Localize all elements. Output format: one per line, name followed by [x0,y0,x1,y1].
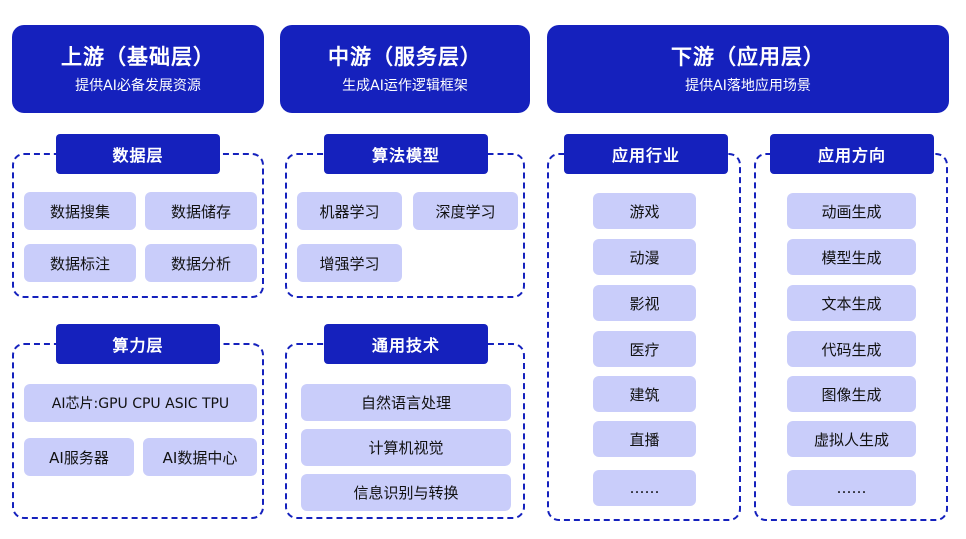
upstream-title: 上游（基础层） [61,45,215,69]
midstream-header: 中游（服务层） 生成AI运作逻辑框架 [280,25,530,113]
data-layer-item: 数据分析 [145,244,257,282]
direction-item: …… [787,470,916,506]
general-tech-item: 自然语言处理 [301,384,511,421]
compute-layer-item: AI数据中心 [143,438,257,476]
general-tech-title: 通用技术 [324,324,488,364]
direction-item: 模型生成 [787,239,916,275]
data-layer-item: 数据储存 [145,192,257,230]
data-layer-title: 数据层 [56,134,220,174]
data-layer-item: 数据标注 [24,244,136,282]
algorithm-item: 机器学习 [297,192,402,230]
algorithm-item: 深度学习 [413,192,518,230]
downstream-subtitle: 提供AI落地应用场景 [685,78,811,94]
compute-layer-item: AI服务器 [24,438,134,476]
compute-layer-title: 算力层 [56,324,220,364]
compute-layer-panel [12,343,264,519]
industry-item: 建筑 [593,376,696,412]
general-tech-item: 信息识别与转换 [301,474,511,511]
midstream-subtitle: 生成AI运作逻辑框架 [342,78,468,94]
midstream-title: 中游（服务层） [328,45,482,69]
upstream-subtitle: 提供AI必备发展资源 [75,78,201,94]
algorithm-item: 增强学习 [297,244,402,282]
industry-item: …… [593,470,696,506]
directions-title: 应用方向 [770,134,934,174]
industry-item: 游戏 [593,193,696,229]
data-layer-item: 数据搜集 [24,192,136,230]
downstream-header: 下游（应用层） 提供AI落地应用场景 [547,25,949,113]
direction-item: 图像生成 [787,376,916,412]
downstream-title: 下游（应用层） [671,45,825,69]
general-tech-item: 计算机视觉 [301,429,511,466]
industry-item: 医疗 [593,331,696,367]
industries-title: 应用行业 [564,134,728,174]
direction-item: 动画生成 [787,193,916,229]
compute-layer-item: AI芯片:GPU CPU ASIC TPU [24,384,257,422]
direction-item: 代码生成 [787,331,916,367]
algorithm-models-title: 算法模型 [324,134,488,174]
upstream-header: 上游（基础层） 提供AI必备发展资源 [12,25,264,113]
industry-item: 动漫 [593,239,696,275]
industry-item: 直播 [593,421,696,457]
direction-item: 虚拟人生成 [787,421,916,457]
industry-item: 影视 [593,285,696,321]
direction-item: 文本生成 [787,285,916,321]
